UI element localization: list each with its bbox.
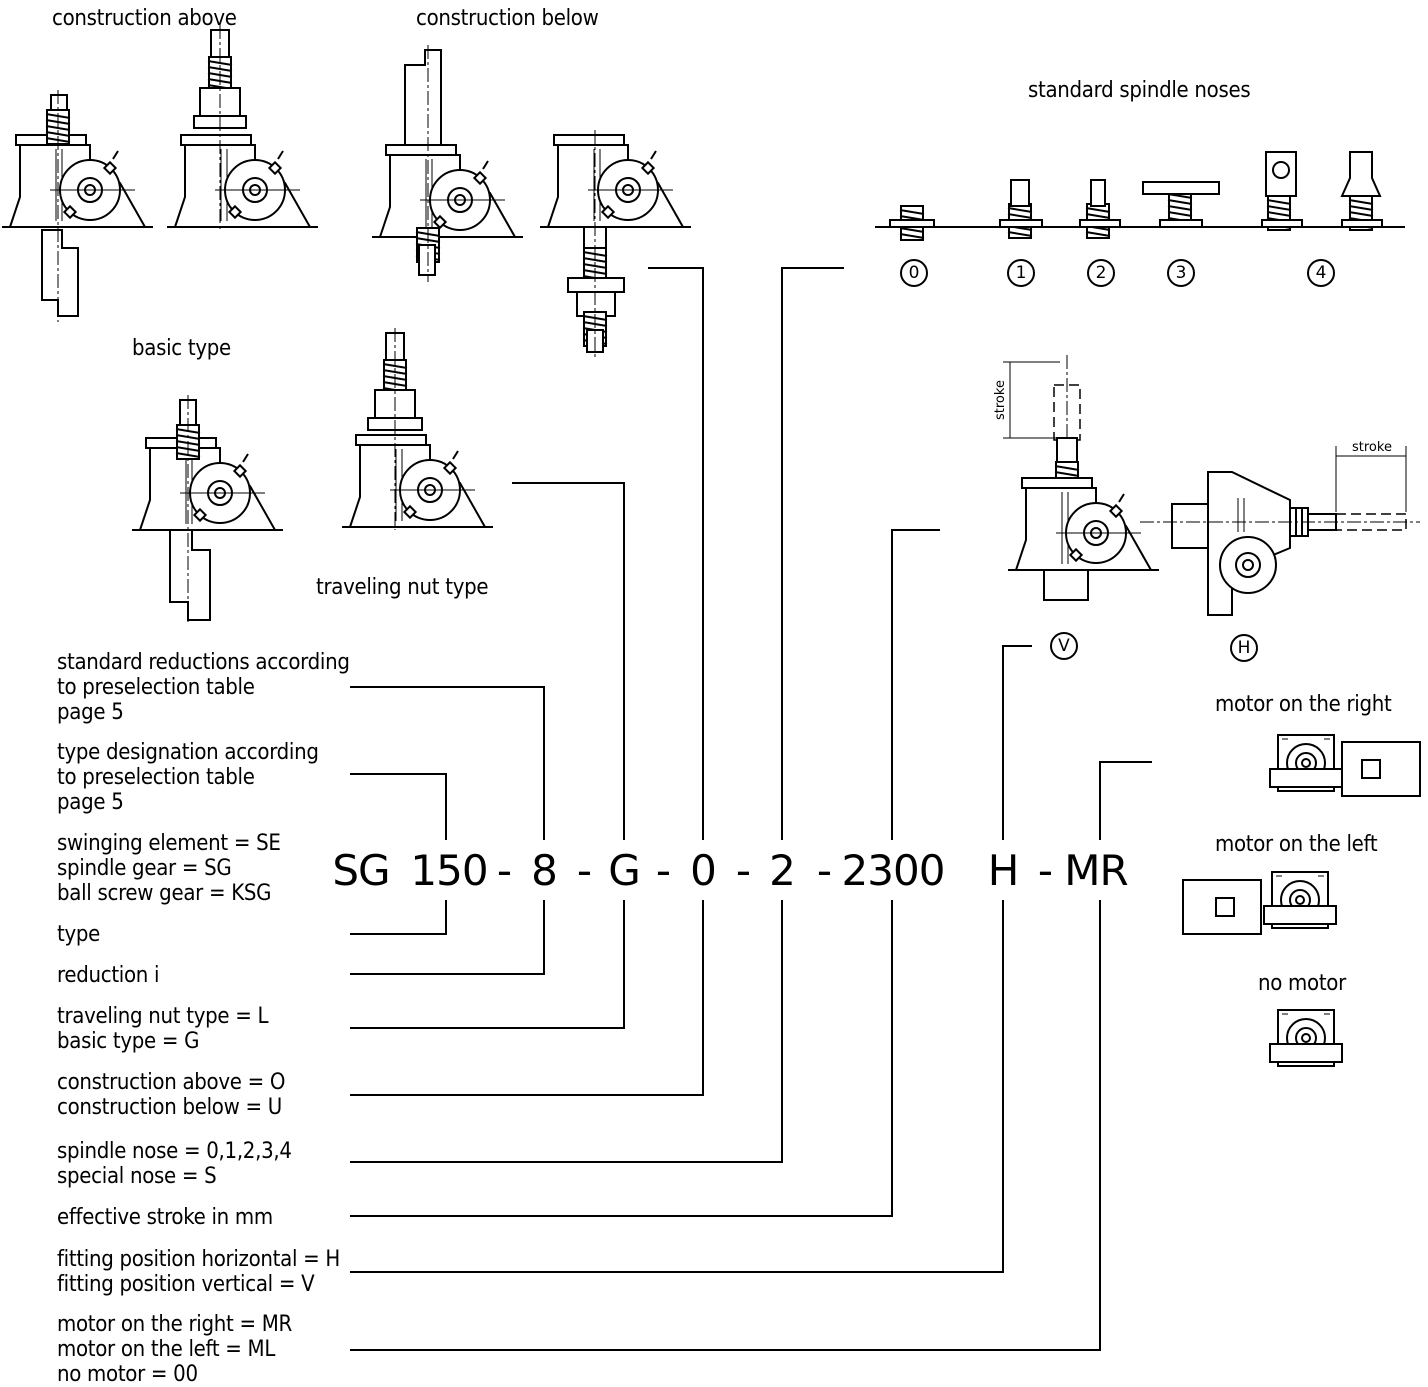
nose-mark-0: 0 [900, 259, 928, 287]
code-separator: - [655, 846, 671, 895]
motor-right-label: motor on the right [1215, 692, 1392, 717]
code-separator: - [576, 846, 592, 895]
heading-standard-spindle-noses: standard spindle noses [1028, 78, 1251, 103]
no-motor-label: no motor [1258, 971, 1346, 996]
legend-reduction: reduction i [57, 963, 160, 988]
spindle-noses-drawing [875, 151, 1405, 241]
code-separator: - [496, 846, 512, 895]
stroke-label-vertical: stroke [993, 380, 1008, 420]
heading-construction-above: construction above [52, 6, 237, 31]
motor-right-drawing [1269, 734, 1421, 797]
code-motor: MR [1064, 846, 1128, 895]
code-nut-type: G [608, 846, 641, 895]
construction-below-drawing-2 [539, 130, 692, 360]
position-mark-h: H [1230, 634, 1258, 662]
stroke-label-horizontal: stroke [1352, 440, 1392, 455]
construction-above-drawing-1 [1, 90, 154, 322]
code-fitting-position: H [987, 846, 1020, 895]
nose-mark-4: 4 [1307, 259, 1335, 287]
code-gear-family: SG [332, 846, 390, 895]
code-stroke: 2300 [841, 846, 946, 895]
no-motor-drawing [1269, 1009, 1343, 1067]
vertical-position-drawing [1003, 355, 1160, 601]
horizontal-position-drawing [1140, 446, 1420, 616]
motor-left-label: motor on the left [1215, 832, 1378, 857]
nose-mark-3: 3 [1167, 259, 1195, 287]
legend-stroke: effective stroke in mm [57, 1205, 273, 1230]
code-separator: - [735, 846, 751, 895]
code-separator: - [816, 846, 832, 895]
code-reduction: 8 [531, 846, 558, 895]
code-construction: 0 [690, 846, 717, 895]
basic-type-drawing [131, 395, 284, 625]
legend-type: type [57, 922, 101, 947]
nose-mark-2: 2 [1087, 259, 1115, 287]
motor-left-drawing [1182, 871, 1337, 935]
heading-traveling-nut-type: traveling nut type [316, 575, 489, 600]
construction-below-drawing-1 [371, 45, 524, 282]
position-mark-v: V [1050, 632, 1078, 660]
code-separator: - [1037, 846, 1053, 895]
leader-lines [350, 267, 1152, 1351]
code-type: 150 [410, 846, 488, 895]
code-spindle-nose: 2 [769, 846, 796, 895]
construction-above-drawing-2 [166, 25, 319, 230]
nose-mark-1: 1 [1007, 259, 1035, 287]
heading-construction-below: construction below [416, 6, 599, 31]
heading-basic-type: basic type [132, 336, 231, 361]
traveling-nut-type-drawing [341, 328, 494, 530]
